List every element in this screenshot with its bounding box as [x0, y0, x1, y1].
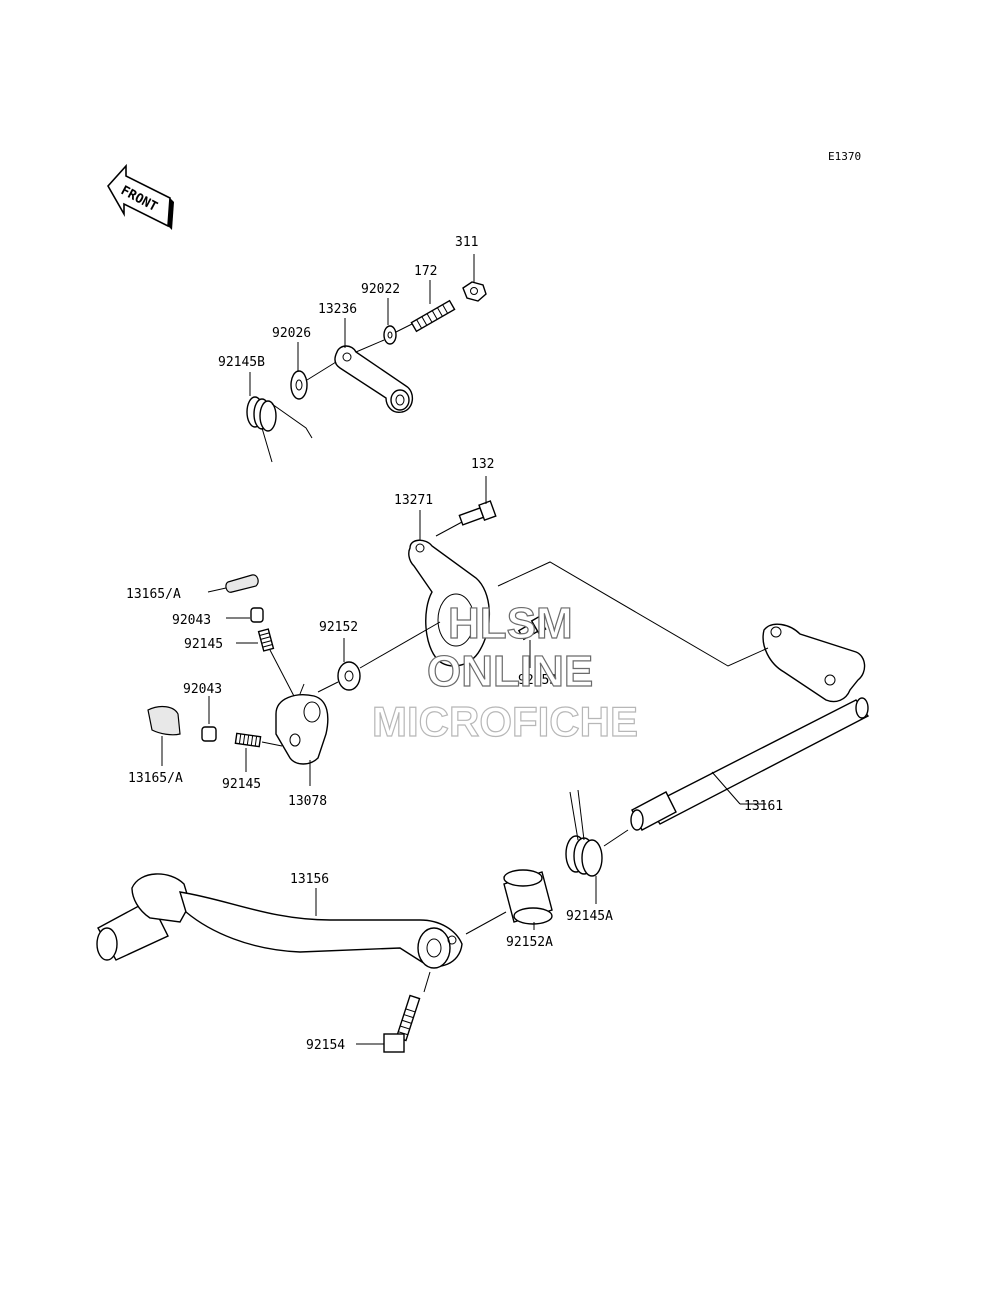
watermark-line2: ONLINE [427, 647, 593, 696]
nut-311 [462, 254, 487, 302]
label-92153: 92153 [518, 673, 557, 688]
label-13165A-top: 13165/A [126, 587, 181, 602]
shift-shaft-13161 [497, 561, 870, 831]
label-92043-top: 92043 [172, 613, 211, 628]
label-92145A: 92145A [566, 909, 613, 924]
label-92154: 92154 [306, 1038, 345, 1053]
washer-92026 [290, 342, 337, 400]
spring-92145B [246, 372, 313, 463]
cam-13078 [275, 683, 329, 786]
watermark-line1: HLSM [448, 599, 573, 648]
spring-92145-bottom [234, 732, 283, 772]
label-92152A: 92152A [506, 935, 553, 950]
label-92145-bottom: 92145 [222, 777, 261, 792]
screw-92153 [517, 615, 547, 668]
spring-92145A [565, 789, 629, 904]
label-132: 132 [471, 457, 494, 472]
label-92145-top: 92145 [184, 637, 223, 652]
label-13078: 13078 [288, 794, 327, 809]
label-92022: 92022 [361, 282, 400, 297]
washer-92022 [383, 298, 413, 345]
label-92145B: 92145B [218, 355, 265, 370]
label-92152: 92152 [319, 620, 358, 635]
label-311: 311 [455, 235, 478, 250]
plate-13271 [408, 510, 490, 667]
collar-92152A [465, 869, 553, 935]
label-92026: 92026 [272, 326, 311, 341]
label-13161: 13161 [744, 799, 783, 814]
pin-13165A-top [207, 574, 259, 593]
lever-13236 [334, 318, 413, 413]
stud-172 [410, 280, 456, 333]
watermark: HLSM ONLINE MICROFICHE [371, 598, 638, 745]
bolt-132 [435, 476, 497, 537]
watermark-line3: MICROFICHE [372, 698, 638, 745]
label-13271: 13271 [394, 493, 433, 508]
label-13236: 13236 [318, 302, 357, 317]
label-13156: 13156 [290, 872, 329, 887]
spring-92145-top [236, 628, 297, 701]
diagram-code: E1370 [828, 150, 861, 163]
holder-92043-top [226, 607, 264, 623]
front-arrow-icon: FRONT [107, 163, 174, 230]
bolt-92154 [356, 971, 431, 1053]
label-92043-bottom: 92043 [183, 682, 222, 697]
washer-92152 [317, 621, 441, 693]
label-172: 172 [414, 264, 437, 279]
holder-92043-bottom [201, 696, 217, 742]
pin-13165A-bottom [147, 705, 181, 766]
label-13165A-bottom: 13165/A [128, 771, 183, 786]
shift-pedal-13156 [96, 873, 463, 969]
